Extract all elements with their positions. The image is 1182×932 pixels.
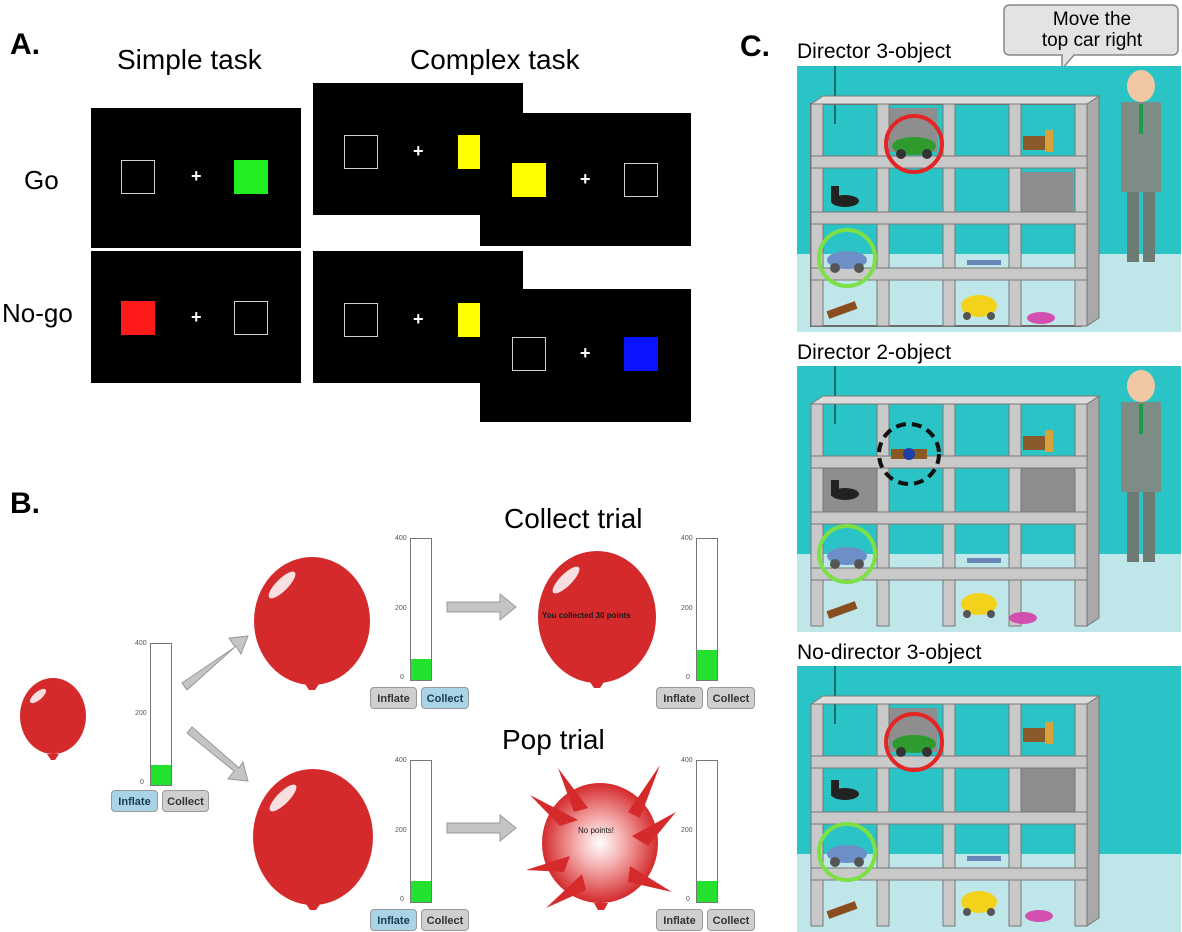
outline-square xyxy=(121,160,155,194)
down-arrow xyxy=(186,726,249,782)
gauge-tick-200: 200 xyxy=(395,827,407,834)
director-figure xyxy=(1121,370,1161,562)
gauge-fill xyxy=(697,650,717,680)
popped-balloon xyxy=(526,765,676,910)
no-points-message: No points! xyxy=(578,826,615,835)
fixation-cross: + xyxy=(580,343,591,363)
collected-message: You collected 30 points xyxy=(542,611,631,620)
nogo-row-label: No-go xyxy=(2,298,73,328)
panel-c-label: C. xyxy=(740,30,770,63)
gauge-tick-400: 400 xyxy=(681,535,693,542)
inflate-button[interactable]: Inflate xyxy=(111,790,158,812)
simple-nogo-screen: + xyxy=(91,251,301,383)
small-balloon xyxy=(20,678,86,760)
fixation-cross: + xyxy=(413,141,424,161)
fixation-cross: + xyxy=(191,307,202,327)
pop-arrow xyxy=(446,813,517,843)
gauge-tick-0: 0 xyxy=(140,779,144,786)
gauge-fill xyxy=(411,658,431,680)
collect-balloon xyxy=(538,551,656,688)
blue-square xyxy=(624,337,658,371)
collect-trial-title: Collect trial xyxy=(504,503,643,534)
fixation-cross: + xyxy=(413,309,424,329)
up-arrow xyxy=(181,635,249,691)
pop-trial-title: Pop trial xyxy=(502,724,605,755)
gauge-tick-0: 0 xyxy=(686,896,690,903)
gauge-tick-400: 400 xyxy=(681,757,693,764)
inflated-balloon-top xyxy=(254,557,370,690)
outline-square xyxy=(624,163,658,197)
gauge-fill xyxy=(151,765,171,785)
points-gauge-collected xyxy=(696,538,718,681)
shelf-scene-3 xyxy=(797,666,1181,932)
condition-title-1: Director 3-object xyxy=(797,40,952,63)
collect-button[interactable]: Collect xyxy=(162,790,209,812)
inflated-balloon-bottom xyxy=(253,769,373,910)
inflate-button[interactable]: Inflate xyxy=(370,687,417,709)
collect-button[interactable]: Collect xyxy=(421,687,469,709)
gauge-tick-200: 200 xyxy=(681,605,693,612)
gauge-tick-400: 400 xyxy=(395,535,407,542)
points-gauge-initial xyxy=(150,643,172,786)
gauge-tick-200: 200 xyxy=(395,605,407,612)
fixation-cross: + xyxy=(580,169,591,189)
gauge-tick-400: 400 xyxy=(135,640,147,647)
collect-arrow xyxy=(446,592,517,622)
complex-task-title: Complex task xyxy=(410,44,580,75)
gauge-tick-200: 200 xyxy=(681,827,693,834)
director-figure xyxy=(1121,70,1161,262)
speech-bubble xyxy=(1003,4,1179,72)
inflate-button[interactable]: Inflate xyxy=(370,909,417,931)
green-go-square xyxy=(234,160,268,194)
fixation-cross: + xyxy=(191,166,202,186)
gauge-tick-200: 200 xyxy=(135,710,147,717)
collect-button[interactable]: Collect xyxy=(707,909,755,931)
points-gauge-popped xyxy=(696,760,718,903)
collect-button[interactable]: Collect xyxy=(421,909,469,931)
outline-square xyxy=(344,135,378,169)
gauge-tick-0: 0 xyxy=(400,896,404,903)
complex-go-screen-front: + xyxy=(480,113,691,246)
collect-button[interactable]: Collect xyxy=(707,687,755,709)
points-gauge-inflated-bottom xyxy=(410,760,432,903)
outline-square xyxy=(234,301,268,335)
gauge-tick-0: 0 xyxy=(686,674,690,681)
outline-square xyxy=(344,303,378,337)
red-nogo-square xyxy=(121,301,155,335)
complex-nogo-screen-front: + xyxy=(480,289,691,422)
simple-go-screen: + xyxy=(91,108,301,248)
inflate-button[interactable]: Inflate xyxy=(656,909,703,931)
go-row-label: Go xyxy=(24,165,59,195)
yellow-square xyxy=(512,163,546,197)
condition-title-2: Director 2-object xyxy=(797,341,952,364)
panel-a-label: A. xyxy=(10,28,40,61)
gauge-fill xyxy=(411,880,431,902)
gauge-tick-0: 0 xyxy=(400,674,404,681)
gauge-fill xyxy=(697,880,717,902)
panel-b-label: B. xyxy=(10,487,40,520)
gauge-tick-400: 400 xyxy=(395,757,407,764)
speech-text: Move the top car right xyxy=(1041,9,1143,51)
condition-title-3: No-director 3-object xyxy=(797,641,982,664)
simple-task-title: Simple task xyxy=(117,44,262,75)
shelf-scene-2 xyxy=(797,366,1181,632)
points-gauge-inflated-top xyxy=(410,538,432,681)
shelf-scene-1 xyxy=(797,66,1181,332)
outline-square xyxy=(512,337,546,371)
inflate-button[interactable]: Inflate xyxy=(656,687,703,709)
